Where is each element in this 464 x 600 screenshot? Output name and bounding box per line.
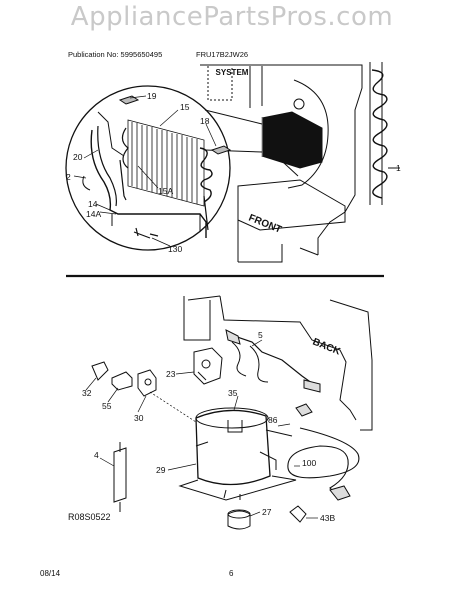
callout-29: 29 [156, 465, 166, 475]
footer-page-number: 6 [229, 569, 234, 578]
compressor [178, 407, 297, 501]
footer-date: 08/14 [40, 569, 61, 578]
callout-5: 5 [258, 330, 263, 340]
callout-23: 23 [166, 369, 176, 379]
cabinet-back-view [200, 62, 400, 263]
callout-15: 15 [180, 102, 190, 112]
callout-30: 30 [134, 413, 144, 423]
callout-130: 130 [168, 244, 182, 254]
callout-4: 4 [94, 450, 99, 460]
compressor-area-view [91, 295, 373, 530]
front-label: FRONT [247, 213, 283, 236]
callout-100: 100 [302, 458, 316, 468]
callout-2: 2 [66, 172, 71, 182]
callout-19: 19 [147, 91, 157, 101]
callout-43b: 43B [320, 513, 335, 523]
callout-14a: 14A [86, 209, 101, 219]
back-label: BACK [311, 337, 343, 358]
evaporator-detail-circle [65, 85, 232, 251]
callout-1: 1 [396, 163, 401, 173]
callout-15a: 15A [158, 186, 173, 196]
callout-18: 18 [200, 116, 210, 126]
publication-number: Publication No: 5995650495 [68, 50, 163, 59]
callout-20: 20 [73, 152, 83, 162]
callout-55: 55 [102, 401, 112, 411]
model-number: FRU17B2JW26 [196, 50, 249, 59]
callout-86: 86 [268, 415, 278, 425]
callout-35: 35 [228, 388, 238, 398]
callout-32: 32 [82, 388, 92, 398]
callout-27: 27 [262, 507, 272, 517]
watermark: AppliancePartsPros.com [70, 2, 394, 32]
diagram-code: R08S0522 [68, 512, 111, 522]
callout-14: 14 [88, 199, 98, 209]
